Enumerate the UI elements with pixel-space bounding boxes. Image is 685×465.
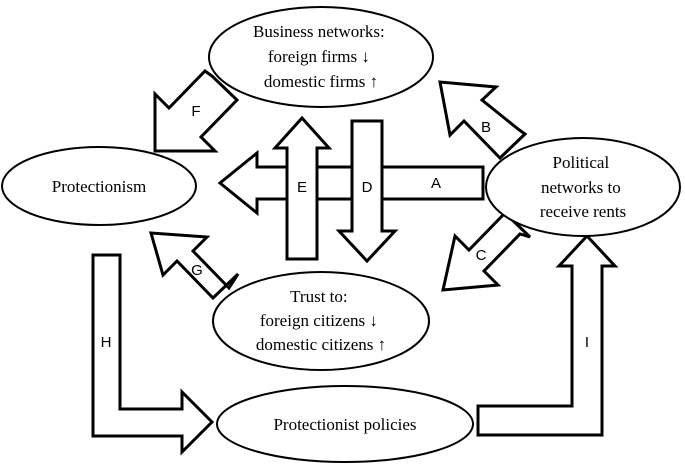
political-networks-label: Political networks to receive rents xyxy=(540,153,626,221)
arrow-e xyxy=(271,115,333,261)
protectionism-label: Protectionism xyxy=(52,177,146,196)
arrow-b-label: B xyxy=(481,119,491,136)
business-networks-node xyxy=(208,6,434,108)
arrow-i-label: I xyxy=(585,334,589,351)
arrow-e-label: E xyxy=(297,179,307,196)
arrow-h-label: H xyxy=(101,334,112,351)
protectionist-policies-label: Protectionist policies xyxy=(273,415,416,434)
arrow-d xyxy=(335,119,399,264)
arrow-a-label: A xyxy=(431,175,441,192)
arrow-b xyxy=(438,80,528,161)
arrow-g xyxy=(148,231,240,301)
business-networks-label: Business networks: foreign firms ↓ domes… xyxy=(253,22,389,91)
arrow-c xyxy=(441,210,532,292)
arrow-d-label: D xyxy=(362,179,373,196)
arrow-f xyxy=(153,69,240,153)
arrow-h xyxy=(91,253,215,456)
trust-label: Trust to: foreign citizens ↓ domestic ci… xyxy=(256,287,386,354)
protectionism-node xyxy=(1,146,197,226)
arrow-i xyxy=(476,233,619,437)
arrow-g-label: G xyxy=(191,262,203,279)
trust-node xyxy=(212,271,430,371)
protectionist-policies-node xyxy=(216,385,474,463)
arrow-f-label: F xyxy=(191,103,200,120)
political-networks-node xyxy=(485,137,681,237)
arrow-c-label: C xyxy=(476,247,487,264)
